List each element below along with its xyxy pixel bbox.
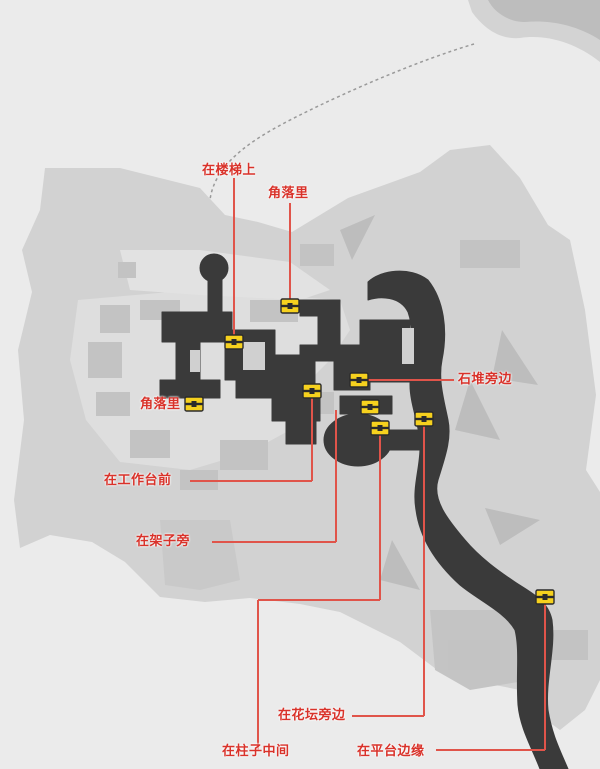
label-corner-top: 角落里: [268, 186, 309, 201]
chest-marker-workbench[interactable]: [302, 383, 322, 399]
chest-marker-corner-left[interactable]: [184, 396, 204, 412]
building-blocks: [88, 240, 588, 670]
label-shelf: 在架子旁: [136, 534, 191, 549]
chest-marker-shelf[interactable]: [360, 399, 380, 415]
chest-marker-stairs[interactable]: [224, 334, 244, 350]
chest-marker-flowerbed[interactable]: [414, 411, 434, 427]
label-platform-edge: 在平台边缘: [357, 744, 425, 759]
river-top-inner: [488, 0, 600, 40]
label-workbench: 在工作台前: [104, 473, 172, 488]
label-stone-pile: 石堆旁边: [458, 372, 513, 387]
trail-dotted: [208, 43, 475, 256]
label-corner-left: 角落里: [140, 397, 181, 412]
roof-shapes: [340, 215, 540, 590]
chest-marker-stone-pile[interactable]: [349, 372, 369, 388]
label-pillars: 在柱子中间: [222, 744, 290, 759]
leader-lines: [190, 178, 546, 751]
corridor-openings: [190, 328, 414, 372]
chest-marker-corner-top[interactable]: [280, 298, 300, 314]
label-stairs: 在楼梯上: [202, 163, 257, 178]
chest-marker-pillars[interactable]: [370, 420, 390, 436]
terrain-lower: [160, 520, 240, 590]
chest-marker-platform-edge[interactable]: [535, 589, 555, 605]
label-flowerbed: 在花坛旁边: [278, 708, 346, 723]
